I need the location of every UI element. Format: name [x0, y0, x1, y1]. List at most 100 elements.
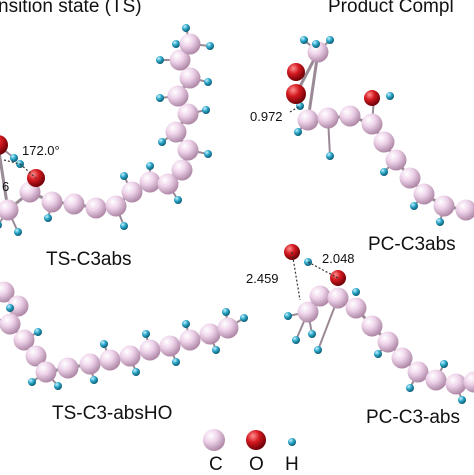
bond-length-a: 2.048	[322, 252, 355, 265]
carbon-atom	[180, 34, 201, 55]
hydrogen-atom	[182, 320, 190, 328]
carbon-atom	[0, 314, 21, 335]
hydrogen-atom	[34, 328, 42, 336]
hydrogen-atom	[202, 106, 210, 114]
carbon-atom	[58, 358, 79, 379]
pc-section-title: Product Compl	[328, 0, 454, 16]
hydrogen-atom	[222, 308, 230, 316]
carbon-atom	[160, 336, 181, 357]
carbon-atom	[310, 286, 331, 307]
hydrogen-atom	[386, 92, 394, 100]
carbon-atom	[400, 168, 421, 189]
hydrogen-atom	[44, 214, 52, 222]
carbon-atom	[414, 184, 435, 205]
molecule-ts-c3-absho	[0, 274, 248, 390]
hydrogen-atom	[6, 304, 14, 312]
legend-oxygen-sphere	[246, 430, 266, 450]
carbon-atom	[166, 122, 187, 143]
ts-section-title: nsition state (TS)	[0, 0, 142, 16]
hydrogen-atom	[440, 360, 448, 368]
hydrogen-atom	[174, 196, 182, 204]
carbon-atom	[80, 354, 101, 375]
hydrogen-atom	[204, 78, 212, 86]
hydrogen-atom	[314, 346, 322, 354]
hydrogen-atom	[182, 24, 190, 32]
carbon-atom	[122, 182, 143, 203]
carbon-atom	[446, 374, 467, 395]
hydrogen-atom	[172, 358, 180, 366]
carbon-atom	[434, 196, 455, 217]
carbon-atom	[140, 340, 161, 361]
hydrogen-atom	[146, 162, 154, 170]
carbon-atom	[172, 160, 193, 181]
panel-label-ts-c3-absho: TS-C3-absHO	[52, 404, 172, 423]
hydrogen-atom	[406, 384, 414, 392]
hydrogen-atom	[240, 314, 248, 322]
legend-hydrogen-label: H	[285, 455, 299, 474]
carbon-atom	[328, 288, 349, 309]
carbon-atom	[426, 370, 447, 391]
hydrogen-atom	[292, 336, 300, 344]
carbon-atom	[64, 194, 85, 215]
carbon-atom	[386, 150, 407, 171]
carbon-atom	[42, 192, 63, 213]
carbon-atom	[100, 350, 121, 371]
hydrogen-atom	[326, 152, 334, 160]
carbon-atom	[180, 330, 201, 351]
hydrogen-atom	[156, 94, 164, 102]
hydrogen-atom	[326, 36, 334, 44]
legend-hydrogen-sphere	[288, 438, 296, 446]
hydrogen-atom	[172, 40, 180, 48]
carbon-atom	[200, 324, 221, 345]
hydrogen-atom	[308, 330, 316, 338]
carbon-atom	[456, 200, 474, 221]
hydrogen-atom	[90, 376, 98, 384]
hydrogen-atom	[300, 36, 308, 44]
hydrogen-atom	[120, 172, 128, 180]
panel-label-ts-c3abs: TS-C3abs	[46, 250, 132, 269]
carbon-atom	[408, 362, 429, 383]
molecule-ts-c3abs	[0, 24, 214, 236]
carbon-atom	[86, 198, 107, 219]
hydrogen-atom	[294, 128, 302, 136]
legend-carbon-label: C	[209, 455, 223, 474]
molecule-pc-c3abs	[286, 36, 474, 226]
angle-label: 172.0°	[22, 144, 60, 157]
atom-layer	[286, 36, 474, 226]
bond-length-b: 2.459	[246, 272, 279, 285]
carbon-atom	[464, 372, 474, 393]
carbon-atom	[362, 114, 383, 135]
carbon-atom	[140, 172, 161, 193]
legend-oxygen-label: O	[249, 455, 264, 474]
panel-label-pc-c3abs: PC-C3abs	[368, 235, 456, 254]
hydrogen-atom	[54, 382, 62, 390]
carbon-atom	[298, 110, 319, 131]
carbon-atom	[36, 362, 57, 383]
bond-layer	[296, 40, 466, 222]
carbon-atom	[374, 132, 395, 153]
hydrogen-atom	[132, 368, 140, 376]
hydrogen-atom	[284, 312, 292, 320]
hydrogen-atom	[352, 288, 360, 296]
hydrogen-atom	[156, 56, 164, 64]
hydrogen-atom	[142, 330, 150, 338]
carbon-atom	[178, 104, 199, 125]
hydrogen-atom	[380, 168, 388, 176]
atom-layer	[284, 286, 474, 405]
hydrogen-atom	[10, 154, 18, 162]
hydrogen-atom	[28, 378, 36, 386]
carbon-atom	[392, 348, 413, 369]
carbon-atom	[168, 86, 189, 107]
carbon-atom	[318, 108, 339, 129]
carbon-atom	[180, 68, 201, 89]
hydrogen-atom	[204, 150, 212, 158]
panel-label-pc-c3-abs: PC-C3-abs	[366, 408, 460, 427]
legend-atom-spheres	[203, 429, 296, 451]
carbon-atom	[346, 298, 367, 319]
hydrogen-atom	[436, 218, 444, 226]
hydrogen-atom	[212, 346, 220, 354]
carbon-atom	[106, 196, 127, 217]
oxygen-atom	[286, 84, 306, 104]
hydrogen-atom	[410, 202, 418, 210]
